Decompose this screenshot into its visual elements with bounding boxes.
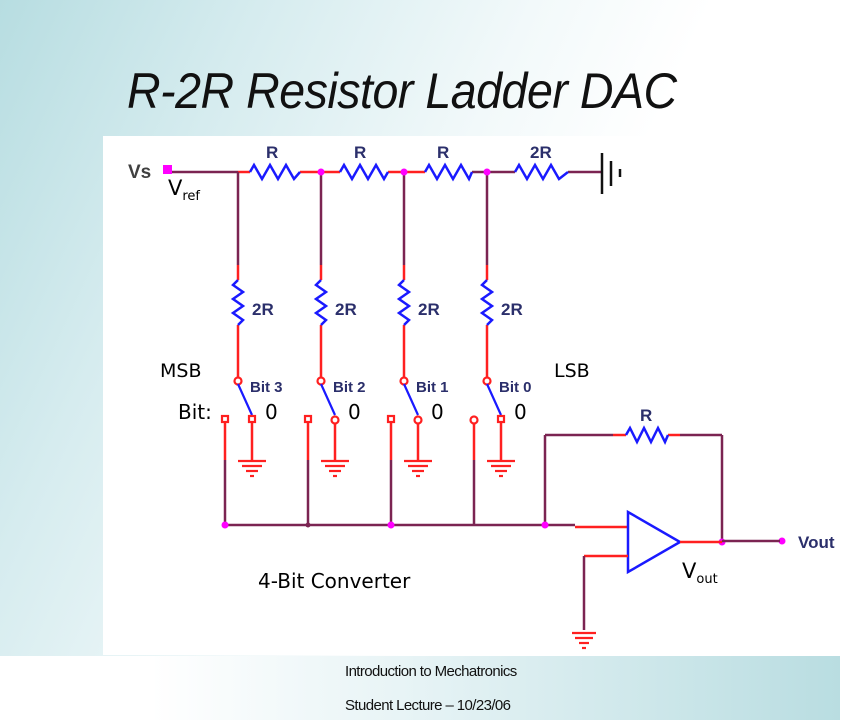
switch-bit2 [303,376,340,425]
resistor-leg-0 [479,279,495,326]
resistor-r3 [423,162,474,182]
resistor-r2 [338,162,390,182]
vout-main: V [682,559,697,583]
bit-prefix-label: Bit: [178,400,212,424]
battery-icon [600,153,622,194]
resistor-leg-3 [230,279,246,326]
leg-label-2: 2R [335,300,357,319]
vs-terminal [163,165,172,174]
switch-terminals [223,422,503,525]
ladder-label-3: 2R [530,143,552,162]
msb-label: MSB [160,360,202,382]
feedback-label: R [640,406,652,425]
resistor-r1 [248,162,301,182]
rail-nodes [317,168,491,176]
ground-icon [321,459,349,478]
vs-label: Vs [128,162,151,183]
bit-value-0: 0 [514,400,527,424]
vref-label: Vref [168,176,200,204]
resistor-feedback [624,425,670,445]
leg-resistors [230,279,495,326]
bit-value-1: 0 [431,400,444,424]
footer-course: Introduction to Mechatronics [345,663,517,680]
leg-label-3: 2R [252,300,274,319]
ground-icon [487,459,515,478]
vout-label: Vout [682,559,718,587]
resistor-leg-1 [396,279,412,326]
ladder-label-2: R [437,143,449,162]
resistor-leg-2 [313,279,329,326]
ladder-label-0: R [266,143,278,162]
footer-lecture: Student Lecture – 10/23/06 [345,697,511,714]
ground-icons [238,459,515,478]
vref-main: V [168,176,183,200]
ladder-resistors [248,162,569,182]
ground-icon [572,631,596,650]
op-amp-wires [582,539,780,630]
resistor-r4 [513,162,569,182]
vout-sub: out [696,572,718,587]
lsb-label: LSB [554,360,590,382]
leg-label-1: 2R [418,300,440,319]
ground-icon [404,459,432,478]
footer-band [0,656,840,720]
converter-label: 4-Bit Converter [258,569,411,593]
switch-label-1: Bit 1 [416,379,449,396]
switch-label-0: Bit 0 [499,379,532,396]
ground-icon [238,459,266,478]
bit-value-3: 0 [265,400,278,424]
switch-label-2: Bit 2 [333,379,366,396]
legs [236,172,489,378]
vout-terminal-label: Vout [798,533,835,552]
bit-value-2: 0 [348,400,361,424]
vref-sub: ref [182,189,201,204]
diagram-panel [103,136,854,655]
summing-bus [225,433,724,542]
leg-label-0: 2R [501,300,523,319]
slide-title: R-2R Resistor Ladder DAC [127,63,677,119]
op-amp-icon [626,509,683,575]
switch-label-3: Bit 3 [250,379,283,396]
ladder-label-1: R [354,143,366,162]
